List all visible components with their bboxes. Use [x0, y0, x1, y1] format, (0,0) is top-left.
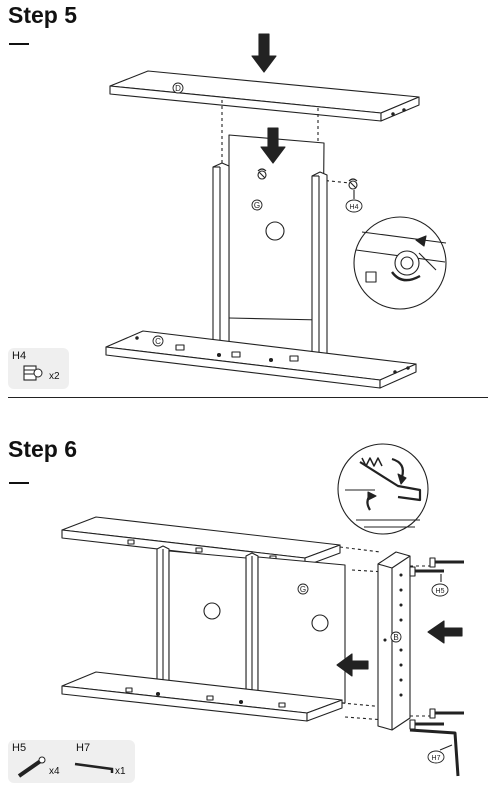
step5-panel-left: [212, 162, 230, 358]
step5-dash: [9, 43, 29, 45]
label-panel-c: C: [155, 337, 161, 346]
step5-camlock-right: [348, 178, 358, 190]
step6-allen-key: [409, 728, 460, 777]
step6-bolt-top: [429, 557, 464, 568]
step6-bolt-low1: [429, 708, 464, 719]
step6-arrow-right: [427, 620, 463, 644]
step5-panel-right: [311, 171, 328, 362]
step6-title: Step 6: [8, 436, 78, 462]
step-divider: [8, 397, 488, 398]
step5-panel-bottom: [105, 330, 417, 389]
part-qty-h5: x4: [49, 766, 60, 777]
step5-arrow-back: [260, 127, 286, 164]
label-panel-d: D: [175, 84, 181, 93]
step5-title: Step 5: [8, 2, 78, 28]
part-code-h4: H4: [12, 350, 27, 362]
step6-arrow-left: [336, 653, 369, 677]
label-h7: H7: [432, 755, 441, 762]
step5-panel-back: [228, 134, 325, 356]
allen-key-icon: [74, 762, 114, 773]
label-panel-g-step5: G: [254, 201, 260, 210]
part-code-h5: H5: [12, 742, 27, 754]
step6-bolt-mid: [409, 566, 444, 577]
step6-panel-bottom: [61, 671, 343, 722]
part-qty-h4: x2: [49, 371, 60, 382]
step5-parts-box: H4 x2: [8, 348, 69, 389]
step6-dash: [9, 482, 29, 484]
bolt-icon: [17, 756, 46, 778]
part-qty-h7: x1: [115, 766, 126, 777]
label-h5: H5: [436, 588, 445, 595]
step5-panel-top: [109, 70, 420, 122]
cam-lock-icon: [23, 365, 43, 381]
step6-parts-box: H5 x4 H7 x1: [8, 740, 135, 783]
label-h4: H4: [350, 204, 359, 211]
step5-camlock-left: [257, 168, 267, 180]
label-panel-g-step6: G: [300, 585, 306, 594]
step6-detail-circle: [337, 443, 429, 535]
label-panel-b: B: [393, 633, 398, 642]
step6-bolt-low2: [409, 719, 444, 730]
part-code-h7: H7: [76, 742, 91, 754]
step5-arrow-top: [251, 33, 277, 73]
step5-detail-circle: [353, 216, 447, 310]
